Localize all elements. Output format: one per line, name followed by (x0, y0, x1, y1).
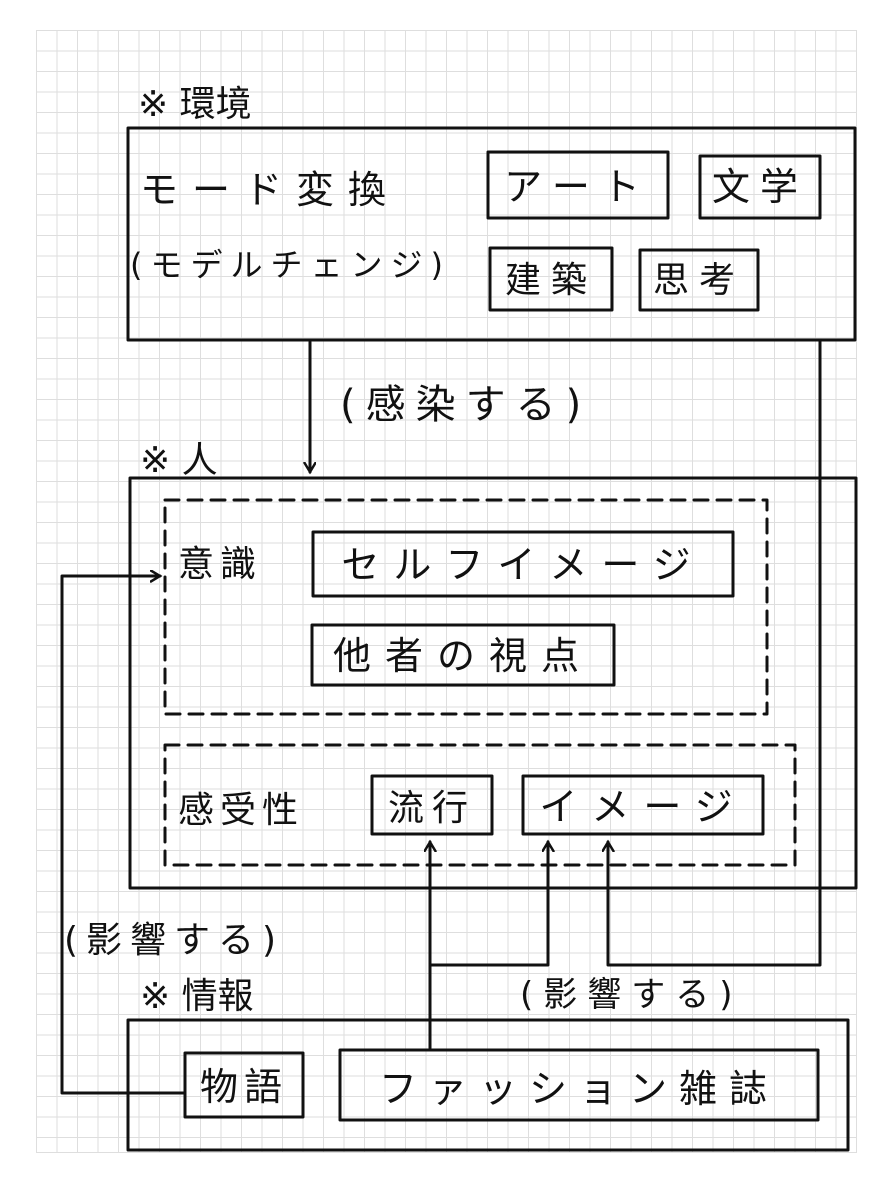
box-image (521, 774, 765, 836)
sensitivity-dashed-frame (163, 743, 797, 867)
mode-change-label: モード変換 (140, 168, 400, 212)
env-item-architecture: 建築 (505, 260, 597, 301)
image-label: イメージ (539, 785, 746, 829)
box-others-view (310, 623, 616, 687)
influence-right-label: (影響する) (520, 975, 743, 1015)
person-title: ※ 人 (140, 440, 218, 481)
env-box-architecture (488, 246, 614, 312)
others-view-label: 他者の視点 (333, 634, 593, 678)
trend-label: 流行 (388, 788, 476, 829)
env-box-thinking (638, 248, 760, 312)
env-box-literature (698, 154, 822, 220)
information-title: ※ 情報 (140, 976, 254, 1017)
information-frame (126, 1018, 850, 1152)
box-self-image (311, 530, 735, 598)
consciousness-label: 意識 (178, 544, 262, 585)
story-label: 物語 (200, 1065, 288, 1109)
infect-label: (感染する) (340, 382, 591, 428)
person-frame (128, 476, 858, 890)
box-fashion-magazine (338, 1048, 820, 1122)
model-change-label: (モデルチェンジ) (130, 246, 451, 284)
influence-left-label: (影響する) (64, 920, 284, 961)
env-box-art (486, 150, 670, 220)
env-item-literature: 文学 (712, 165, 808, 209)
fashion-magazine-label: ファッション雑誌 (379, 1067, 779, 1111)
environment-frame (126, 126, 857, 342)
environment-title: ※ 環境 (138, 84, 252, 125)
env-item-thinking: 思考 (653, 260, 745, 301)
consciousness-dashed-frame (163, 498, 769, 716)
box-story (183, 1051, 305, 1119)
self-image-label: セルフイメージ (341, 543, 704, 587)
box-trend (370, 774, 494, 836)
sensitivity-label: 感受性 (178, 790, 304, 831)
arrow-to-image-1 (428, 842, 548, 967)
arrow-influence-left (60, 576, 187, 1095)
env-item-art: アート (504, 165, 652, 209)
arrow-to-image-2 (608, 338, 822, 967)
